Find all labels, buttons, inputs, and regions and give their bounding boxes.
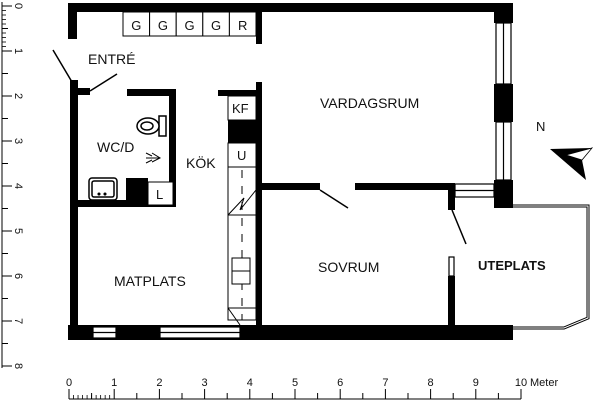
scale-tick-label: 5 — [12, 228, 24, 234]
scale-tick-label: 2 — [156, 377, 162, 389]
scale-tick-label: 7 — [12, 318, 24, 324]
room-label-wc: WC/D — [97, 139, 134, 155]
sink-icon — [88, 177, 118, 201]
laundry-label: L — [156, 187, 163, 202]
scale-tick-label: 6 — [12, 273, 24, 279]
scale-tick-label: 8 — [428, 377, 434, 389]
scale-tick-label: 10 — [515, 377, 527, 389]
vertical-scale: 0 1 2 3 4 5 6 7 8 — [1, 2, 24, 369]
compass-icon — [550, 147, 594, 180]
toilet-icon — [136, 115, 167, 137]
scale-tick-label: 0 — [66, 377, 72, 389]
shower-icon — [145, 152, 162, 164]
closet-label: G — [211, 18, 221, 33]
horizontal-scale: Meter 0 1 2 3 4 5 6 7 8 9 10 — [66, 377, 558, 400]
scale-tick-label: 6 — [337, 377, 343, 389]
room-labels: ENTRÉ VARDAGSRUM WC/D KÖK MATPLATS SOVRU… — [88, 51, 546, 289]
scale-tick-label: 8 — [12, 363, 24, 369]
room-label-kitchen: KÖK — [186, 154, 216, 171]
closet-label: G — [158, 18, 168, 33]
closet-label: R — [238, 18, 247, 33]
scale-tick-label: 3 — [12, 138, 24, 144]
room-label-living-room: VARDAGSRUM — [320, 95, 419, 111]
scale-tick-label: 3 — [202, 377, 208, 389]
room-label-patio: UTEPLATS — [478, 258, 546, 273]
scale-tick-label: 9 — [473, 377, 479, 389]
closet-box — [175, 11, 204, 37]
scale-unit-label: Meter — [530, 377, 558, 389]
closet-box — [228, 11, 257, 37]
closet-box — [149, 11, 177, 37]
scale-tick-label: 4 — [12, 183, 24, 189]
fridge-label: KF — [232, 101, 249, 116]
room-label-dining: MATPLATS — [114, 273, 186, 289]
windows — [92, 22, 512, 339]
closet-label: G — [184, 18, 194, 33]
room-label-entrance: ENTRÉ — [88, 51, 135, 67]
oven-label: U — [237, 148, 246, 163]
closet-box — [202, 11, 230, 37]
compass-north-label: N — [536, 119, 545, 134]
room-label-bedroom: SOVRUM — [318, 259, 379, 275]
doors — [52, 49, 467, 245]
closet-label: G — [131, 18, 141, 33]
scale-tick-label: 1 — [111, 377, 117, 389]
scale-tick-label: 1 — [12, 48, 24, 54]
scale-tick-label: 0 — [12, 3, 24, 9]
kitchen-counter — [227, 95, 257, 326]
scale-tick-label: 7 — [382, 377, 388, 389]
scale-tick-label: 2 — [12, 93, 24, 99]
scale-tick-label: 5 — [292, 377, 298, 389]
scale-tick-label: 4 — [247, 377, 253, 389]
